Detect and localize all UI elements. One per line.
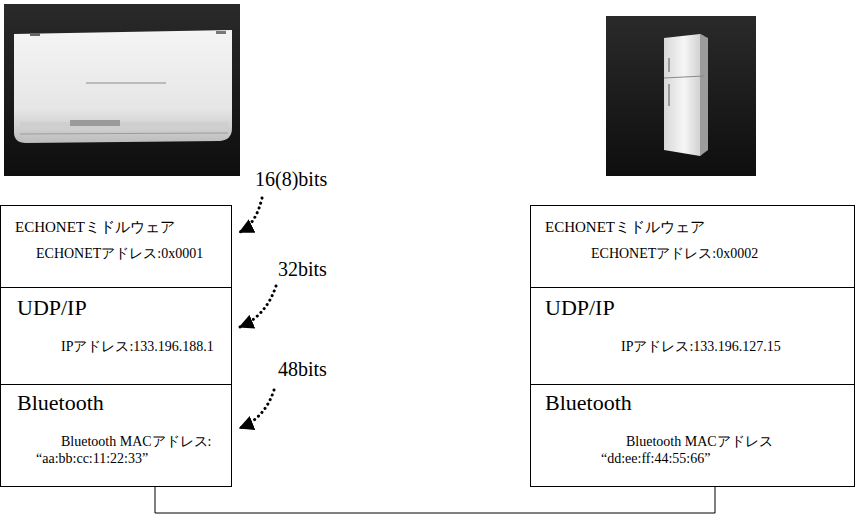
- layer-box: ECHONETミドルウェア ECHONETアドレス:0x0002: [530, 205, 855, 288]
- dotted-pointer: [240, 198, 262, 232]
- fridge-door-gap: [664, 76, 704, 78]
- layer-box: UDP/IP IPアドレス:133.196.188.1: [0, 287, 232, 385]
- layer-name: Bluetooth: [531, 389, 846, 417]
- address-text: IPアドレス:133.196.188.1: [61, 338, 223, 356]
- layer-box: BluetoothBluetooth MACアドレス “dd:ee:ff:44:…: [530, 384, 855, 487]
- layer-name: ECHONETミドルウェア: [531, 218, 846, 237]
- ac-body: [14, 30, 232, 143]
- ac-edge: [20, 133, 228, 134]
- dotted-pointer: [240, 286, 276, 327]
- dotted-pointer: [240, 390, 274, 428]
- ac-logo: [30, 33, 40, 36]
- address-text: Bluetooth MACアドレス “dd:ee:ff:44:55:66”: [601, 433, 846, 468]
- layer-name: UDP/IP: [1, 294, 223, 322]
- layer-name: UDP/IP: [531, 294, 846, 322]
- bluetooth-link: [155, 487, 715, 513]
- ac-panel: [70, 120, 120, 126]
- ac-print: [86, 82, 166, 84]
- bit-width-label: 32bits: [278, 258, 327, 280]
- photo-ground: [606, 16, 756, 176]
- fridge-body: [664, 34, 704, 156]
- air-conditioner-photo: [4, 4, 240, 176]
- refrigerator-photo: [606, 16, 756, 176]
- address-text: IPアドレス:133.196.127.15: [621, 338, 846, 356]
- address-text: Bluetooth MACアドレス: “aa:bb:cc:11:22:33”: [36, 433, 223, 468]
- layer-box: BluetoothBluetooth MACアドレス: “aa:bb:cc:11…: [0, 384, 232, 487]
- layer-name: ECHONETミドルウェア: [1, 218, 223, 237]
- layer-box: ECHONETミドルウェア ECHONETアドレス:0x0001: [0, 205, 232, 288]
- ac-logo: [216, 31, 226, 34]
- photo-ground: [4, 4, 240, 176]
- bit-width-label: 16(8)bits: [255, 168, 327, 190]
- fridge-handle: [668, 58, 670, 72]
- address-text: ECHONETアドレス:0x0001: [36, 245, 223, 263]
- bit-width-label: 48bits: [278, 358, 327, 380]
- layer-name: Bluetooth: [1, 389, 223, 417]
- fridge-handle: [668, 84, 670, 106]
- ac-vent: [20, 122, 228, 130]
- layer-box: UDP/IP IPアドレス:133.196.127.15: [530, 287, 855, 385]
- fridge-side: [700, 34, 708, 156]
- address-text: ECHONETアドレス:0x0002: [591, 245, 846, 263]
